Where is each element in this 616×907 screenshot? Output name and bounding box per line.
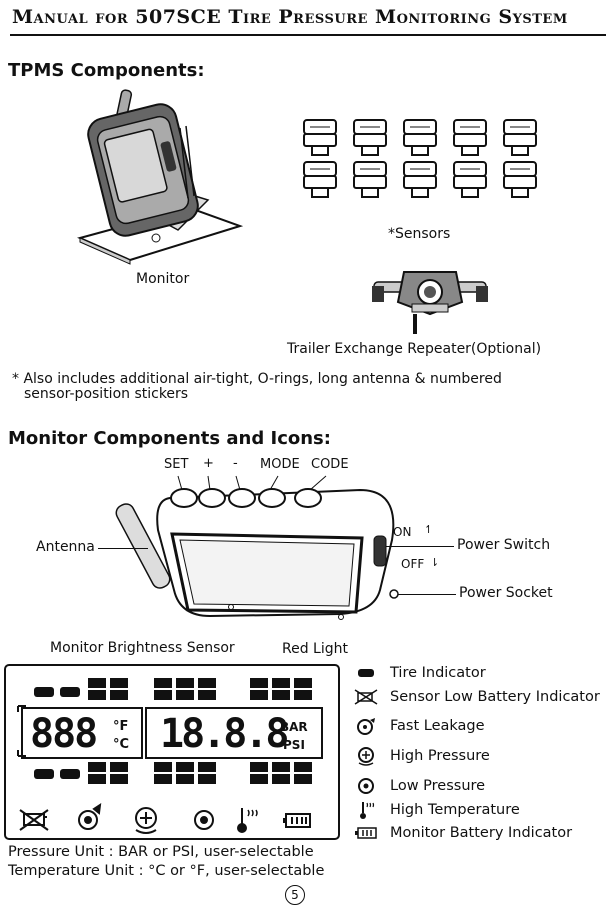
- legend-sensor-low-battery: Sensor Low Battery Indicator: [352, 686, 600, 708]
- lcd-unit-fahrenheit: °F: [113, 719, 129, 734]
- legend-tire-indicator: Tire Indicator: [352, 662, 486, 684]
- monitor-battery-icon: [352, 827, 380, 839]
- antenna-label: Antenna: [36, 539, 95, 555]
- tpms-components-heading: TPMS Components:: [8, 60, 205, 81]
- included-note-cont: sensor-position stickers: [24, 386, 189, 402]
- power-switch-leader: [386, 546, 454, 547]
- repeater-illustration: [372, 271, 488, 334]
- set-label: SET: [164, 457, 189, 472]
- high-temperature-icon: [352, 800, 380, 820]
- minus-label: -: [233, 456, 238, 471]
- included-note: * Also includes additional air-tight, O-…: [12, 371, 502, 387]
- lcd-unit-bar: BAR: [280, 720, 308, 734]
- lcd-icon-row: [19, 802, 311, 834]
- high-pressure-icon: [352, 746, 380, 766]
- monitor-components-heading: Monitor Components and Icons:: [8, 428, 331, 449]
- up-arrow-icon: ↿: [424, 523, 434, 536]
- brightness-sensor-label: Monitor Brightness Sensor: [50, 640, 235, 656]
- mode-label: MODE: [260, 457, 300, 472]
- monitor-illustration: [77, 89, 244, 265]
- legend-high-pressure: High Pressure: [352, 745, 490, 767]
- repeater-label: Trailer Exchange Repeater(Optional): [287, 341, 542, 357]
- header-rule: [10, 34, 606, 36]
- lcd-display-panel: [4, 664, 340, 840]
- monitor-label: Monitor: [136, 271, 190, 287]
- plus-label: +: [203, 456, 214, 471]
- sensors-illustration: [303, 119, 537, 198]
- lcd-pressure-digits: 18.8.8: [160, 711, 289, 757]
- monitor-diagram: [115, 475, 399, 620]
- manual-title: Manual for 507SCE Tire Pressure Monitori…: [12, 6, 568, 28]
- lcd-temperature-digits: 888: [30, 711, 98, 757]
- low-pressure-icon: [352, 777, 380, 795]
- tire-indicator-icon: [352, 668, 380, 678]
- code-label: CODE: [311, 457, 349, 472]
- fast-leakage-icon: [352, 717, 380, 735]
- power-socket-leader: [398, 594, 456, 595]
- off-label: OFF: [401, 557, 425, 571]
- lcd-unit-celsius: °C: [113, 737, 130, 752]
- legend-monitor-battery: Monitor Battery Indicator: [352, 822, 572, 844]
- legend-fast-leakage: Fast Leakage: [352, 715, 485, 737]
- legend-low-pressure: Low Pressure: [352, 775, 485, 797]
- page-number: 5: [285, 885, 305, 905]
- on-label: ON: [393, 525, 412, 539]
- down-arrow-icon: ⇂: [430, 556, 440, 569]
- sensor-low-battery-icon: [352, 689, 380, 705]
- lcd-unit-psi: PSI: [283, 738, 305, 752]
- temperature-unit-note: Temperature Unit : °C or °F, user-select…: [8, 863, 325, 879]
- antenna-leader: [98, 548, 148, 549]
- pressure-unit-note: Pressure Unit : BAR or PSI, user-selecta…: [8, 844, 314, 860]
- legend-high-temperature: High Temperature: [352, 799, 520, 821]
- red-light-label: Red Light: [282, 641, 348, 657]
- sensors-label: *Sensors: [388, 226, 451, 242]
- power-switch-label: Power Switch: [457, 537, 551, 553]
- power-socket-label: Power Socket: [459, 585, 553, 601]
